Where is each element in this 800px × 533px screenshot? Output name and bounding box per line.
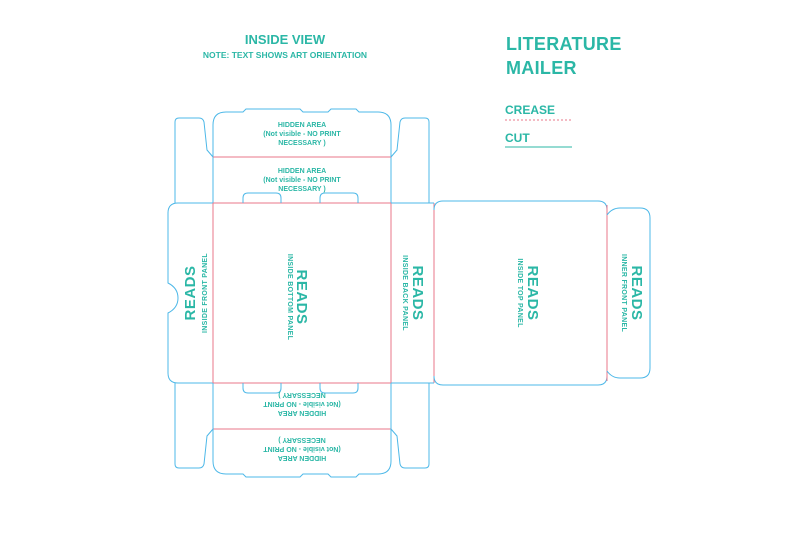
- back-panel-top-edge: [391, 202, 434, 384]
- hidden-area-bottom-outer: HIDDEN AREA (Not visible - NO PRINT NECE…: [263, 436, 341, 461]
- top-outer-flap: [212, 108, 392, 157]
- bottom-slot-left: [242, 383, 282, 394]
- bottom-inner-flap: [212, 383, 392, 429]
- top-left-tab: [174, 117, 214, 203]
- bottom-slot-right: [319, 383, 359, 394]
- bottom-left-tab: [174, 383, 214, 469]
- reads-label: READS: [628, 265, 645, 320]
- reads-label: READS: [293, 269, 310, 324]
- inside-front-panel-outline: [167, 202, 213, 384]
- view-title: INSIDE VIEW: [244, 32, 326, 47]
- reads-label: READS: [524, 265, 541, 320]
- product-title: LITERATURE MAILER: [506, 32, 622, 80]
- inside-front-panel-text: READS INSIDE FRONT PANEL: [182, 253, 209, 333]
- inside-bottom-panel-text: READS INSIDE BOTTOM PANEL: [286, 254, 310, 341]
- inner-front-panel-text: READS INNER FRONT PANEL: [620, 254, 645, 333]
- hidden-area-line2: (Not visible - NO PRINT: [263, 177, 341, 184]
- hidden-area-line3: NECESSARY ): [278, 186, 325, 193]
- hidden-area-line2: (Not visible - NO PRINT: [263, 131, 341, 138]
- hidden-area-line3: NECESSARY ): [278, 140, 325, 147]
- hidden-area-line3: NECESSARY ): [278, 436, 325, 443]
- hidden-area-line1: HIDDEN AREA: [278, 409, 326, 416]
- hidden-area-top-inner: HIDDEN AREA (Not visible - NO PRINT NECE…: [263, 168, 341, 193]
- top-right-tab: [390, 117, 430, 203]
- hidden-area-line1: HIDDEN AREA: [278, 454, 326, 461]
- reads-label: READS: [409, 265, 426, 320]
- legend-cut-label: CUT: [505, 131, 530, 145]
- inside-top-panel-label: INSIDE TOP PANEL: [516, 258, 523, 328]
- inside-front-panel-label: INSIDE FRONT PANEL: [202, 253, 209, 333]
- bottom-outer-flap: [212, 429, 392, 478]
- bottom-right-tab: [390, 383, 430, 469]
- inner-front-panel-label: INNER FRONT PANEL: [620, 254, 627, 333]
- inside-bottom-panel-label: INSIDE BOTTOM PANEL: [286, 254, 293, 341]
- top-slot-right: [319, 192, 359, 203]
- top-inner-flap: [212, 157, 392, 203]
- legend-crease-label: CREASE: [505, 103, 556, 117]
- reads-label: READS: [182, 265, 199, 320]
- inside-back-panel-label: INSIDE BACK PANEL: [401, 255, 408, 331]
- inside-top-panel-text: READS INSIDE TOP PANEL: [516, 258, 541, 328]
- hidden-area-line2: (Not visible - NO PRINT: [263, 445, 341, 452]
- hidden-area-top-outer: HIDDEN AREA (Not visible - NO PRINT NECE…: [263, 122, 341, 147]
- hidden-area-line1: HIDDEN AREA: [278, 168, 326, 175]
- product-title-line1: LITERATURE: [506, 34, 622, 54]
- product-title-line2: MAILER: [506, 58, 577, 78]
- hidden-area-line1: HIDDEN AREA: [278, 122, 326, 129]
- inner-front-panel-outline: [606, 207, 651, 379]
- orientation-note: NOTE: TEXT SHOWS ART ORIENTATION: [202, 50, 368, 60]
- hidden-area-bottom-inner: HIDDEN AREA (Not visible - NO PRINT NECE…: [263, 391, 341, 416]
- top-slot-left: [242, 192, 282, 203]
- hidden-area-line3: NECESSARY ): [278, 391, 325, 398]
- hidden-area-line2: (Not visible - NO PRINT: [263, 400, 341, 407]
- inside-back-panel-text: READS INSIDE BACK PANEL: [401, 255, 426, 331]
